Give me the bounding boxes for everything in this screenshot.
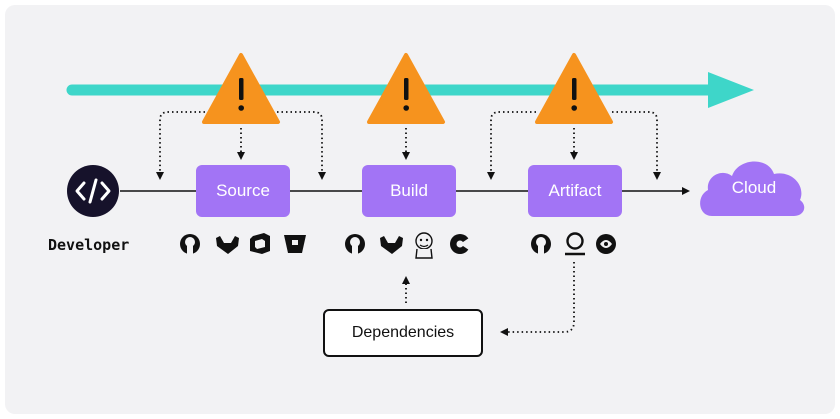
artifact-registry-icon <box>565 232 585 256</box>
azure-devops-icon <box>250 233 270 254</box>
dependencies-label: Dependencies <box>351 324 455 341</box>
jfrog-icon <box>596 234 616 254</box>
stage-artifact: Artifact <box>528 165 622 217</box>
github-icon <box>345 234 365 254</box>
github-icon <box>531 234 551 254</box>
stage-source-label: Source <box>216 181 270 200</box>
jenkins-icon <box>415 232 433 259</box>
warning-icon <box>367 53 445 124</box>
dependencies-box: Dependencies <box>323 309 483 357</box>
cloud-label: Cloud <box>731 178 777 197</box>
warning-icon <box>535 53 613 124</box>
stage-source: Source <box>196 165 290 217</box>
warning-icon <box>202 53 280 124</box>
build-tool-icons <box>345 232 472 259</box>
code-icon <box>67 165 119 217</box>
bitbucket-icon <box>284 235 306 253</box>
warning-connectors <box>156 111 661 336</box>
gitlab-icon <box>380 236 403 254</box>
developer-label: Developer <box>48 236 130 254</box>
gitlab-icon <box>216 236 239 254</box>
github-icon <box>180 234 200 254</box>
source-tool-icons <box>180 233 306 254</box>
cloud-icon <box>700 161 805 216</box>
artifact-tool-icons <box>531 232 616 256</box>
stage-build-label: Build <box>390 181 428 200</box>
stage-artifact-label: Artifact <box>548 181 602 200</box>
stage-build: Build <box>362 165 456 217</box>
circleci-icon <box>450 234 472 254</box>
